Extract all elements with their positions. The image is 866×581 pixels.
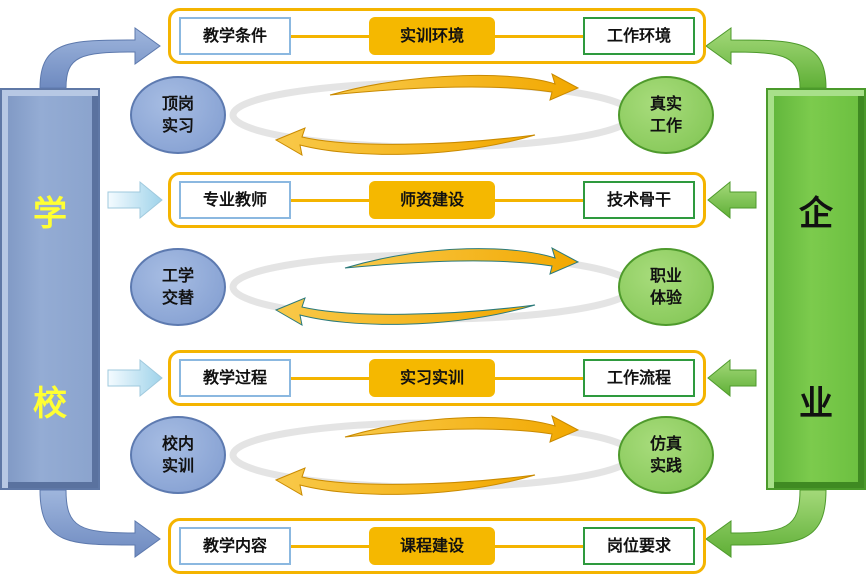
cycle-right-circle: 真实工作 [618, 76, 714, 154]
company-label-top: 企 [799, 194, 833, 234]
school-arrow-row3 [107, 358, 163, 398]
cycle-left-circle: 顶岗实习 [130, 76, 226, 154]
school-top-arrow [39, 27, 161, 89]
school-label-bottom: 校 [33, 384, 67, 424]
row-right-box: 工作环境 [583, 17, 695, 55]
company-label-bottom: 业 [799, 384, 833, 424]
cycle-right-label: 职业体验 [649, 266, 682, 307]
cycle-right-circle: 职业体验 [618, 248, 714, 326]
company-top-arrow [705, 27, 827, 89]
cycle-left-circle: 工学交替 [130, 248, 226, 326]
row-right-box: 岗位要求 [583, 527, 695, 565]
cycle-right-label: 真实工作 [649, 94, 682, 135]
school-label-top: 学 [33, 194, 67, 234]
row-teaching-conditions: 教学条件 实训环境 工作环境 [168, 8, 706, 64]
row-teaching-content: 教学内容 课程建设 岗位要求 [168, 518, 706, 574]
row-center-box: 实训环境 [369, 17, 495, 55]
school-pillar: 学 校 [0, 88, 100, 490]
cycle-left-label: 校内实训 [161, 434, 194, 475]
company-bottom-arrow [705, 489, 827, 558]
row-teaching-process: 教学过程 实习实训 工作流程 [168, 350, 706, 406]
row-right-box: 技术骨干 [583, 181, 695, 219]
row-faculty: 专业教师 师资建设 技术骨干 [168, 172, 706, 228]
cycle-right-label: 仿真实践 [649, 434, 682, 475]
row-left-box: 教学过程 [179, 359, 291, 397]
cycle-right-circle: 仿真实践 [618, 416, 714, 494]
school-arrow-row2 [107, 180, 163, 220]
cycle-left-label: 顶岗实习 [161, 94, 194, 135]
row-left-box: 专业教师 [179, 181, 291, 219]
company-pillar: 企 业 [766, 88, 866, 490]
row-left-box: 教学内容 [179, 527, 291, 565]
cycle-left-label: 工学交替 [161, 266, 194, 307]
row-left-box: 教学条件 [179, 17, 291, 55]
company-arrow-row2 [707, 180, 757, 220]
row-right-box: 工作流程 [583, 359, 695, 397]
school-bottom-arrow [39, 489, 161, 558]
row-center-box: 课程建设 [369, 527, 495, 565]
row-center-box: 实习实训 [369, 359, 495, 397]
row-center-box: 师资建设 [369, 181, 495, 219]
cycle-left-circle: 校内实训 [130, 416, 226, 494]
company-arrow-row3 [707, 358, 757, 398]
